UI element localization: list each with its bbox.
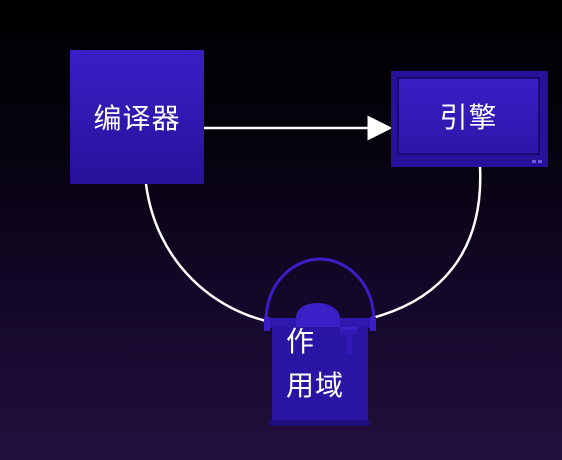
curve-engine-to-scope	[371, 166, 482, 320]
curve-compiler-to-scope	[144, 183, 277, 325]
compiler-node: 编译器	[70, 50, 204, 184]
monitor-indicator-icon	[532, 160, 542, 164]
engine-node: 引擎	[391, 71, 548, 167]
scope-label-line2: 用域	[286, 369, 345, 402]
engine-label: 引擎	[439, 101, 498, 134]
engine-monitor-screen: 引擎	[397, 77, 540, 155]
compiler-label: 编译器	[93, 102, 181, 135]
scope-label-line1: 作	[286, 325, 315, 358]
